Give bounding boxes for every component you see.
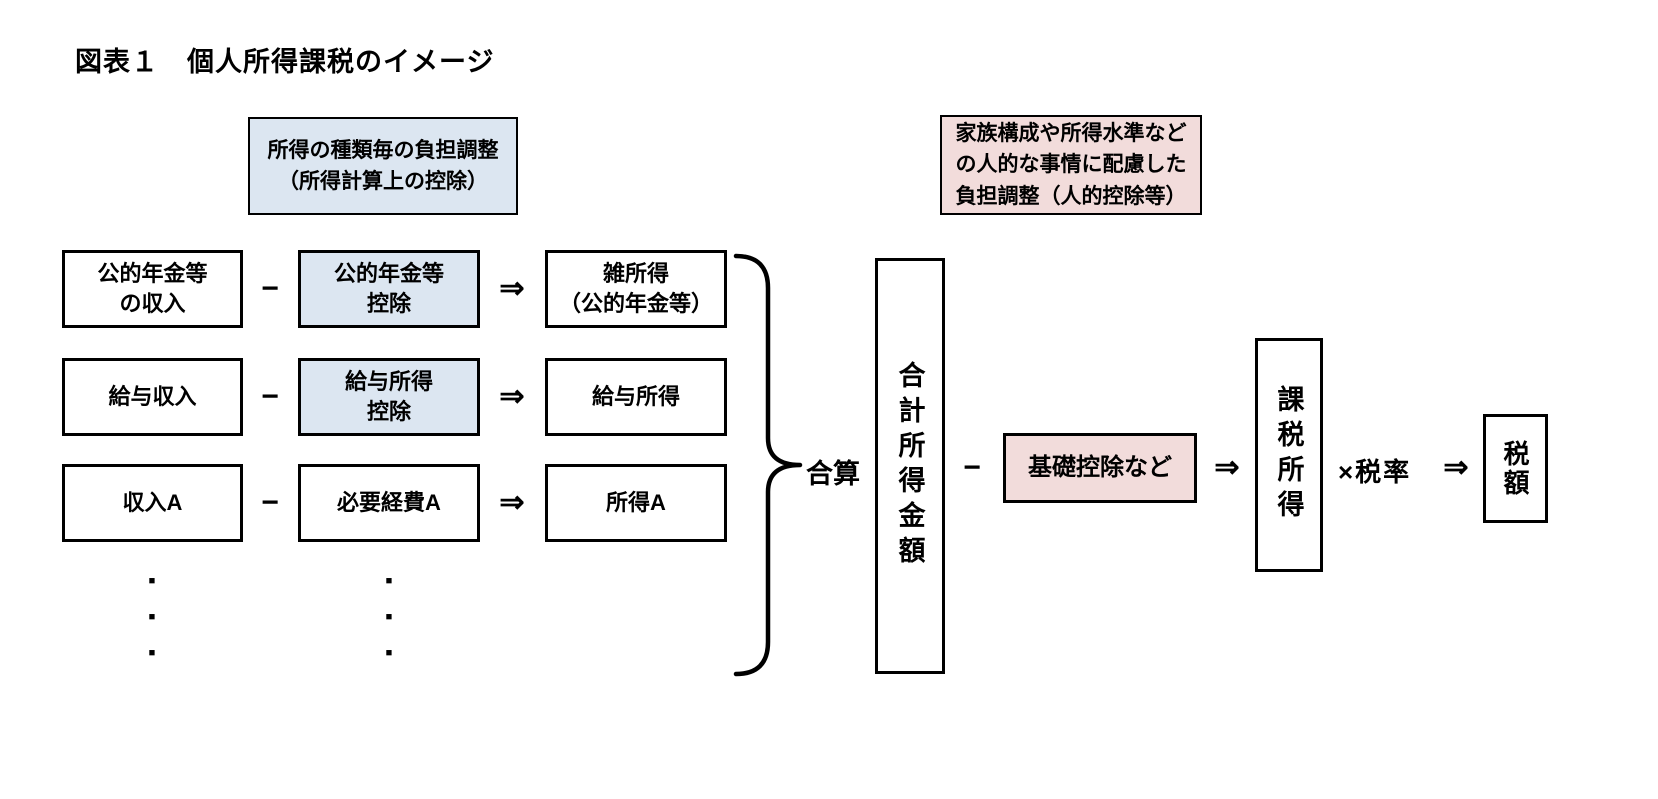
deduction-box-salary: 給与所得 控除 bbox=[298, 358, 480, 436]
income-box-salary: 給与収入 bbox=[62, 358, 243, 436]
minus-operator-row2: − bbox=[261, 380, 279, 413]
income-box-a: 収入A bbox=[62, 464, 243, 542]
result-box-salary-income: 給与所得 bbox=[545, 358, 727, 436]
arrow-operator-row1: ⇒ bbox=[499, 272, 525, 305]
result-box-income-a: 所得A bbox=[545, 464, 727, 542]
ellipsis-dots-income-column: ■ ■ ■ bbox=[142, 575, 162, 659]
income-box-pension: 公的年金等 の収入 bbox=[62, 250, 243, 328]
taxable-income-box: 課税所得 bbox=[1255, 338, 1323, 572]
deduction-box-pension: 公的年金等 控除 bbox=[298, 250, 480, 328]
basic-deduction-box: 基礎控除など bbox=[1003, 433, 1197, 503]
deduction-box-expenses-a: 必要経費A bbox=[298, 464, 480, 542]
minus-operator-row3: − bbox=[261, 486, 279, 519]
tax-amount-box: 税額 bbox=[1483, 414, 1548, 523]
multiply-tax-rate-label: ×税率 bbox=[1338, 457, 1412, 487]
ellipsis-dot: ■ bbox=[385, 647, 393, 659]
minus-operator-total: − bbox=[963, 451, 981, 484]
tax-amount-label: 税額 bbox=[1500, 439, 1530, 498]
ellipsis-dot: ■ bbox=[148, 611, 156, 623]
note-personal-deduction: 家族構成や所得水準など の人的な事情に配慮した 負担調整（人的控除等） bbox=[940, 115, 1202, 215]
ellipsis-dots-deduction-column: ■ ■ ■ bbox=[379, 575, 399, 659]
note-schedular-deduction: 所得の種類毎の負担調整 （所得計算上の控除） bbox=[248, 117, 518, 215]
arrow-to-tax-amount: ⇒ bbox=[1443, 451, 1469, 484]
minus-operator-row1: − bbox=[261, 272, 279, 305]
result-box-misc-income: 雑所得 （公的年金等） bbox=[545, 250, 727, 328]
ellipsis-dot: ■ bbox=[148, 575, 156, 587]
taxable-income-label: 課税所得 bbox=[1273, 385, 1304, 525]
page-title: 図表１ 個人所得課税のイメージ bbox=[75, 47, 495, 77]
arrow-operator-row3: ⇒ bbox=[499, 486, 525, 519]
total-income-label: 合計所得金額 bbox=[894, 361, 925, 571]
ellipsis-dot: ■ bbox=[385, 611, 393, 623]
ellipsis-dot: ■ bbox=[385, 575, 393, 587]
ellipsis-dot: ■ bbox=[148, 647, 156, 659]
total-income-box: 合計所得金額 bbox=[875, 258, 945, 674]
arrow-to-taxable-income: ⇒ bbox=[1214, 451, 1240, 484]
sum-brace bbox=[733, 253, 803, 677]
sum-label: 合算 bbox=[806, 459, 860, 489]
arrow-operator-row2: ⇒ bbox=[499, 380, 525, 413]
